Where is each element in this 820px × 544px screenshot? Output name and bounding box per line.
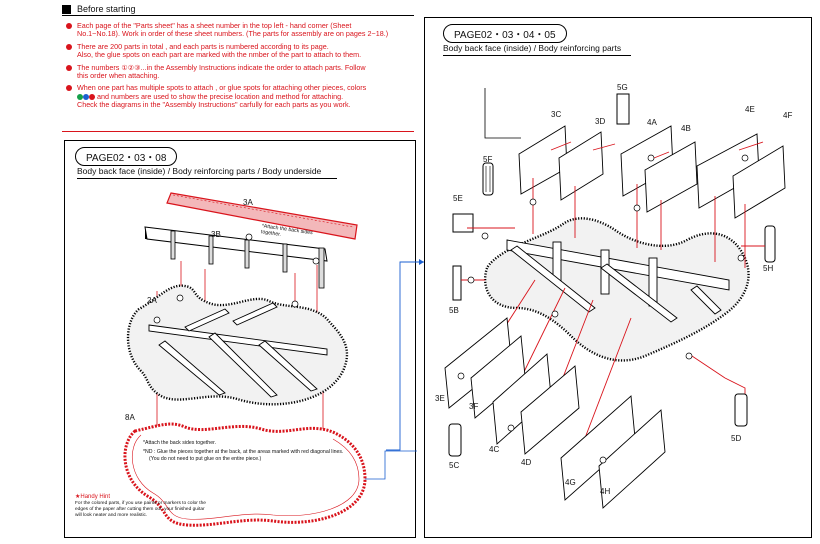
part-label-4G: 4G: [565, 478, 576, 487]
body-back-diagram: [123, 192, 417, 527]
part-label-3A: 3A: [243, 198, 253, 207]
instruction-notes: Each page of the "Parts sheet" has a she…: [66, 21, 416, 114]
part-label-4H: 4H: [600, 487, 611, 496]
part-label-4E: 4E: [745, 105, 755, 114]
blue-dot-icon: [83, 93, 89, 100]
part-label-4A: 4A: [647, 118, 657, 127]
reinforcing-parts-diagram: [444, 88, 786, 509]
part-label-4B: 4B: [681, 124, 691, 133]
note-glue-diagonal: *ND : Glue the pieces together at the ba…: [143, 449, 344, 455]
panel-title: Body back face (inside) / Body reinforci…: [443, 43, 622, 53]
part-label-5E: 5E: [453, 194, 463, 203]
square-marker-icon: [62, 4, 71, 14]
part-label-5D: 5D: [731, 434, 742, 443]
part-label-3D: 3D: [595, 117, 606, 126]
note-attach-backs: *Attach the back sides together.: [143, 440, 216, 446]
part-label-5F: 5F: [483, 155, 493, 164]
section-title: Before starting: [77, 4, 136, 14]
note-item: There are 200 parts in total , and each …: [66, 42, 416, 60]
green-dot-icon: [77, 93, 83, 100]
header-divider: [62, 15, 414, 16]
left-diagram-panel: PAGE02・03・08 Body back face (inside) / B…: [64, 140, 417, 538]
title-underline: [77, 178, 337, 179]
note-item: When one part has multiple spots to atta…: [66, 84, 416, 109]
right-diagram-panel: PAGE02・03・04・05 Body back face (inside) …: [424, 17, 812, 538]
part-label-3F: 3F: [469, 402, 479, 411]
note-item: Each page of the "Parts sheet" has a she…: [66, 21, 416, 39]
handy-hint-body: For the colored parts, if you use paints…: [75, 501, 206, 518]
title-underline: [443, 55, 631, 56]
part-label-2A: 2A: [147, 296, 157, 305]
part-label-4F: 4F: [783, 111, 793, 120]
panel-title: Body back face (inside) / Body reinforci…: [77, 166, 322, 176]
part-label-5B: 5B: [449, 306, 459, 315]
red-dot-icon: [89, 93, 95, 100]
part-label-3B: 3B: [211, 230, 221, 239]
page-number-badge: PAGE02・03・08: [75, 147, 178, 166]
section-header: Before starting: [62, 4, 136, 14]
notes-divider: [62, 131, 414, 132]
part-label-3E: 3E: [435, 394, 445, 403]
part-label-5G: 5G: [617, 83, 628, 92]
part-label-5H: 5H: [763, 264, 774, 273]
part-label-4C: 4C: [489, 445, 500, 454]
note-item: The numbers ①②③...in the Assembly Instru…: [66, 63, 416, 81]
handy-hint-title: ★Handy Hint: [75, 494, 111, 500]
part-label-3C: 3C: [551, 110, 562, 119]
part-label-4D: 4D: [521, 458, 532, 467]
part-label-5C: 5C: [449, 461, 460, 470]
part-label-8A: 8A: [125, 413, 135, 422]
note-glue-entire: (You do not need to put glue on the enti…: [149, 456, 262, 462]
page-number-badge: PAGE02・03・04・05: [443, 24, 567, 43]
